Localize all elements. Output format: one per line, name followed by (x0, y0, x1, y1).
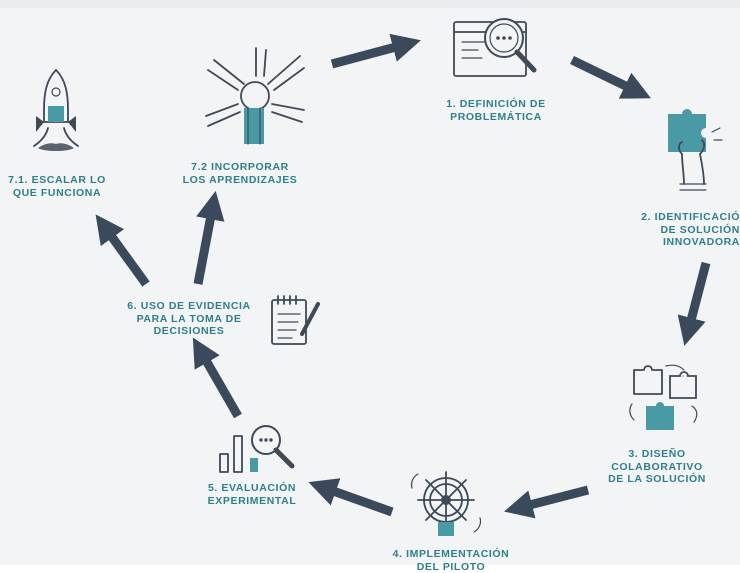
arrow-1-to-2 (570, 55, 651, 99)
arrow-5-to-6 (192, 337, 242, 419)
arrow-2-to-3 (677, 261, 711, 346)
hand-puzzle-icon (668, 109, 723, 191)
top-border (0, 0, 740, 8)
magnifier-document-icon (453, 18, 537, 77)
rocket-icon (33, 69, 79, 151)
arrow-3-to-4 (504, 485, 590, 519)
stacked-hands-icon (205, 47, 305, 145)
arrow-4-to-5 (308, 478, 394, 517)
clipboard-pen-icon (271, 295, 320, 345)
bar-chart-magnifier-icon (219, 425, 295, 473)
arrow-6-to-7-2 (193, 190, 225, 285)
puzzle-pieces-icon (629, 364, 698, 430)
ship-wheel-icon (410, 471, 482, 536)
arrow-6-to-7-1 (95, 214, 150, 287)
arrow-7-2-to-1 (330, 33, 421, 69)
